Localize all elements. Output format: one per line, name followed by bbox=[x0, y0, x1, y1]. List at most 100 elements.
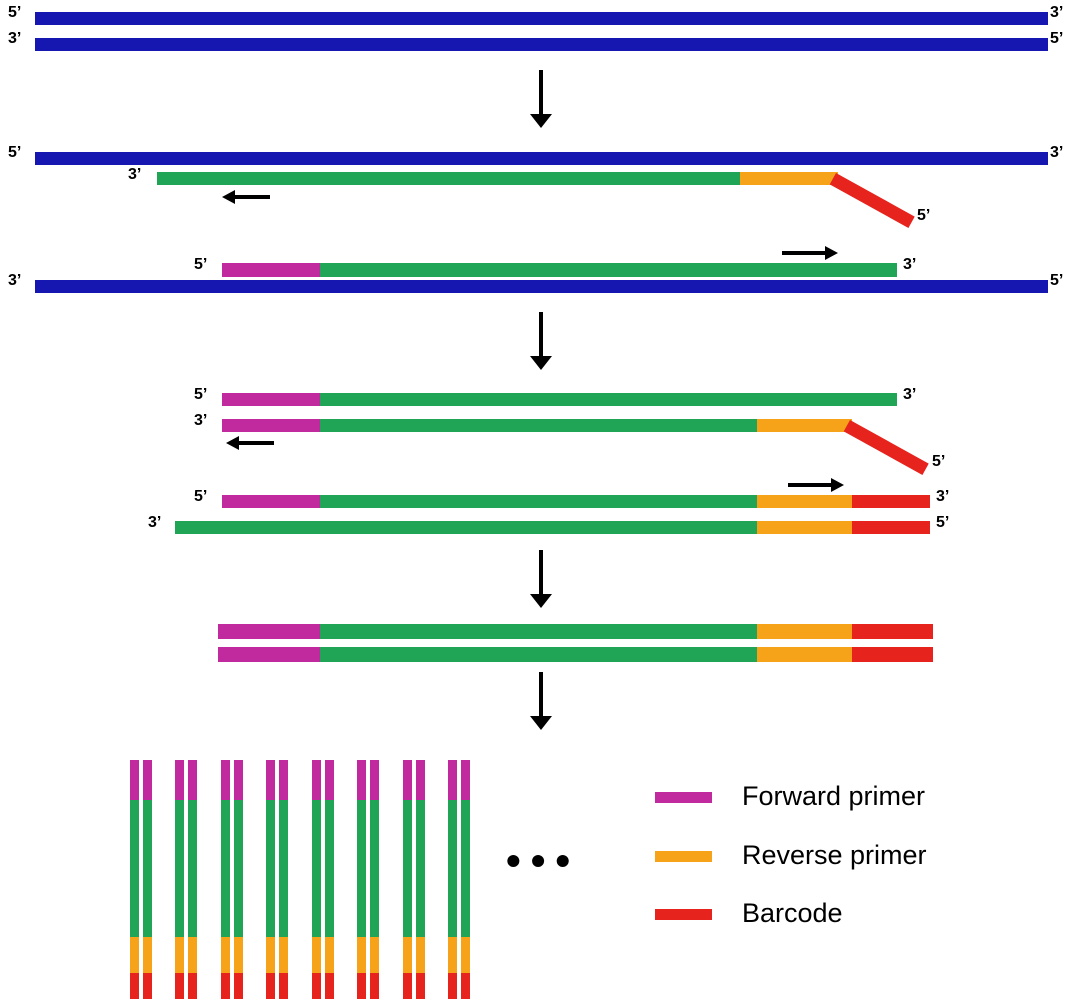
amplicon-strand bbox=[403, 760, 412, 999]
amplicon-strand bbox=[448, 760, 457, 999]
amplicon-strand bbox=[279, 760, 288, 999]
strand-end-label: 5’ bbox=[1050, 272, 1064, 289]
reverse-primer-segment bbox=[757, 419, 852, 432]
barcode-segment bbox=[852, 521, 930, 534]
strand-end-label: 5’ bbox=[194, 488, 208, 505]
template-segment bbox=[320, 419, 757, 432]
down-arrow-icon bbox=[530, 312, 552, 370]
strand-end-label: 3’ bbox=[903, 386, 917, 403]
right-arrow-icon bbox=[788, 478, 844, 492]
barcode-segment bbox=[852, 647, 933, 662]
barcode-swatch bbox=[655, 909, 712, 920]
amplicon-strand bbox=[143, 760, 152, 999]
arrow-head bbox=[825, 246, 838, 260]
strand-end-label: 3’ bbox=[128, 166, 142, 183]
amplicon-strand bbox=[175, 760, 184, 999]
forward-primer-segment bbox=[218, 624, 320, 639]
reverse-primer-segment bbox=[757, 624, 852, 639]
strand-end-label: 5’ bbox=[1050, 30, 1064, 47]
arrow-head bbox=[530, 356, 552, 370]
amplicon-strand bbox=[130, 760, 139, 999]
reverse-primer-segment bbox=[757, 521, 852, 534]
amplicon-strand bbox=[175, 521, 930, 534]
arrow-shaft bbox=[539, 312, 543, 356]
arrow-shaft bbox=[539, 70, 543, 114]
forward-primer-segment bbox=[222, 263, 320, 277]
strand-end-label: 3’ bbox=[148, 514, 162, 531]
strand-end-label: 3’ bbox=[936, 488, 950, 505]
amplicon-strand bbox=[461, 760, 470, 999]
barcoded-duplex-strand bbox=[218, 647, 933, 662]
strand-end-label: 3’ bbox=[903, 256, 917, 273]
dna-strand bbox=[35, 280, 1048, 293]
amplicon-strand bbox=[370, 760, 379, 999]
strand-end-label: 3’ bbox=[8, 272, 22, 289]
strand-end-label: 3’ bbox=[194, 412, 208, 429]
barcode-segment bbox=[852, 624, 933, 639]
strand-end-label: 5’ bbox=[932, 453, 946, 470]
forward-primer-segment bbox=[222, 419, 320, 432]
arrow-head bbox=[226, 436, 239, 450]
template-segment bbox=[175, 521, 757, 534]
amplicon-strand bbox=[416, 760, 425, 999]
arrow-head bbox=[530, 114, 552, 128]
amplicon-strand bbox=[221, 760, 230, 999]
strand-end-label: 5’ bbox=[194, 256, 208, 273]
forward-synthesis-strand bbox=[222, 263, 897, 277]
strand-end-label: 3’ bbox=[8, 30, 22, 47]
amplicon-strand bbox=[234, 760, 243, 999]
template-segment bbox=[320, 647, 757, 662]
arrow-head bbox=[831, 478, 844, 492]
dna-strand bbox=[35, 12, 1048, 25]
amplicon-strand bbox=[222, 419, 852, 432]
template-segment bbox=[320, 495, 757, 508]
reverse-primer-swatch bbox=[655, 851, 712, 862]
right-arrow-icon bbox=[782, 246, 838, 260]
amplicon-strand bbox=[222, 495, 930, 508]
barcode-segment bbox=[852, 495, 930, 508]
amplicon-strand bbox=[312, 760, 321, 999]
barcode-tail-segment bbox=[829, 173, 915, 229]
dna-strand bbox=[35, 152, 1048, 165]
legend-label-reverse-primer: Reverse primer bbox=[742, 840, 927, 870]
template-segment bbox=[157, 172, 740, 185]
template-segment bbox=[320, 263, 897, 277]
template-segment bbox=[320, 393, 897, 406]
reverse-primer-segment bbox=[757, 647, 852, 662]
arrow-shaft bbox=[234, 195, 270, 199]
forward-primer-segment bbox=[222, 393, 320, 406]
down-arrow-icon bbox=[530, 672, 552, 730]
template-segment bbox=[320, 624, 757, 639]
reverse-primer-segment bbox=[757, 495, 852, 508]
left-arrow-icon bbox=[226, 436, 274, 450]
left-arrow-icon bbox=[222, 190, 270, 204]
arrow-shaft bbox=[782, 251, 826, 255]
arrow-shaft bbox=[539, 550, 543, 594]
dna-strand bbox=[35, 38, 1048, 51]
amplicon-strand bbox=[357, 760, 366, 999]
strand-end-label: 3’ bbox=[1050, 144, 1064, 161]
arrow-shaft bbox=[788, 483, 832, 487]
forward-primer-segment bbox=[222, 495, 320, 508]
reverse-primer-segment bbox=[740, 172, 838, 185]
strand-end-label: 5’ bbox=[8, 144, 22, 161]
amplicon-strand bbox=[188, 760, 197, 999]
strand-end-label: 5’ bbox=[917, 207, 931, 224]
arrow-shaft bbox=[238, 441, 274, 445]
forward-primer-swatch bbox=[655, 792, 712, 803]
amplicon-strand bbox=[222, 393, 897, 406]
arrow-head bbox=[530, 594, 552, 608]
legend-label-forward-primer: Forward primer bbox=[742, 781, 926, 811]
amplicon-strand bbox=[325, 760, 334, 999]
strand-end-label: 5’ bbox=[194, 386, 208, 403]
arrow-head bbox=[530, 716, 552, 730]
strand-end-label: 5’ bbox=[936, 514, 950, 531]
amplicon-strand bbox=[266, 760, 275, 999]
reverse-synthesis-strand bbox=[157, 172, 838, 185]
arrow-shaft bbox=[539, 672, 543, 716]
legend-label-barcode: Barcode bbox=[742, 898, 843, 928]
arrow-head bbox=[222, 190, 235, 204]
ellipsis-dots: ••• bbox=[506, 837, 581, 884]
barcoded-duplex-strand bbox=[218, 624, 933, 639]
forward-primer-segment bbox=[218, 647, 320, 662]
